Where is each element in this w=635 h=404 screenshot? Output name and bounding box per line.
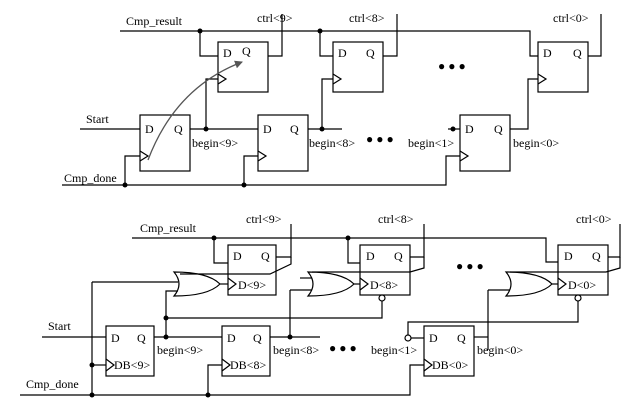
top-begin1-label: begin<1> [408, 136, 454, 150]
bottom-cmp-result-label: Cmp_result [140, 221, 197, 235]
top-diagram: Cmp_result ctrl<9> ctrl<8> ctrl<0> D Q D… [62, 11, 602, 188]
bottom-ellipsis-lower: ● ● ● [329, 341, 357, 355]
top-ctrl9-label: ctrl<9> [257, 11, 293, 25]
top-begin9-label: begin<9> [192, 136, 238, 150]
top-ctrl8-label: ctrl<8> [349, 11, 385, 25]
top-begin8-label: begin<8> [309, 136, 355, 150]
svg-text:Q: Q [394, 249, 403, 263]
top-start-label: Start [86, 112, 109, 126]
bottom-shift-ff-0 [423, 325, 475, 377]
svg-text:D: D [564, 249, 573, 263]
bottom-begin8-label: begin<8> [273, 343, 319, 357]
svg-text:Q: Q [137, 331, 146, 345]
top-shift-ff-start [139, 114, 191, 172]
bottom-shift-ff-8 [221, 325, 271, 377]
bottom-begin1-label: begin<1> [371, 343, 417, 357]
bottom-ellipsis-upper: ● ● ● [456, 259, 484, 273]
top-ctrl-ff-9 [217, 41, 269, 93]
svg-text:Q: Q [457, 331, 466, 345]
top-ellipsis-upper: ● ● ● [438, 59, 466, 73]
bottom-or-gate-9 [172, 271, 221, 297]
bottom-begin9-label: begin<9> [157, 343, 203, 357]
svg-text:Q: Q [573, 46, 582, 60]
svg-text:D: D [263, 122, 272, 136]
top-ctrl-ff-0 [537, 41, 589, 93]
svg-text:Q: Q [494, 122, 503, 136]
svg-text:D: D [145, 122, 154, 136]
svg-text:D: D [366, 249, 375, 263]
bottom-start-label: Start [48, 319, 71, 333]
bottom-db9-label: DB<9> [114, 358, 150, 372]
bottom-ctrl8-label: ctrl<8> [378, 212, 414, 226]
top-shift-ff-9 [257, 114, 309, 172]
svg-text:Q: Q [366, 46, 375, 60]
svg-text:Q: Q [253, 331, 262, 345]
bottom-begin0-label: begin<0> [477, 343, 523, 357]
svg-text:Q: Q [592, 249, 601, 263]
top-ellipsis-lower: ● ● ● [366, 132, 394, 146]
top-cmp-result-label: Cmp_result [126, 14, 183, 28]
bottom-d0-label: D<0> [568, 278, 596, 292]
bottom-ctrl-ff-0 [557, 244, 609, 296]
bottom-or-gate-0 [504, 271, 553, 297]
svg-text:D: D [338, 46, 347, 60]
svg-text:D: D [227, 331, 236, 345]
svg-text:Q: Q [290, 122, 299, 136]
bottom-or-gate-8 [306, 271, 355, 297]
svg-text:D: D [543, 46, 552, 60]
bottom-cmp-done-label: Cmp_done [26, 377, 79, 391]
bottom-db8-label: DB<8> [230, 358, 266, 372]
bottom-ctrl-ff-9 [227, 244, 277, 296]
top-ctrl0-label: ctrl<0> [553, 11, 589, 25]
svg-text:D: D [429, 331, 438, 345]
bottom-ctrl0-label: ctrl<0> [576, 212, 612, 226]
svg-text:Q: Q [242, 44, 251, 58]
svg-text:Q: Q [261, 249, 270, 263]
svg-text:D: D [111, 331, 120, 345]
top-feedback-arrow [147, 60, 243, 161]
svg-text:D: D [465, 122, 474, 136]
top-begin0-label: begin<0> [513, 136, 559, 150]
top-shift-ff-1 [459, 114, 511, 172]
bottom-shift-ff-9 [105, 325, 155, 377]
bottom-db0-label: DB<0> [432, 358, 468, 372]
svg-text:D: D [223, 46, 232, 60]
bottom-diagram: Cmp_result ctrl<9> ctrl<8> ctrl<0> D Q D… [20, 212, 621, 398]
top-cmp-result-wire [120, 30, 538, 57]
bottom-ctrl-ff-8 [359, 244, 411, 296]
bottom-ctrl9-label: ctrl<9> [246, 212, 282, 226]
svg-text:D: D [233, 249, 242, 263]
svg-text:Q: Q [174, 122, 183, 136]
bottom-d8-label: D<8> [370, 278, 398, 292]
top-ctrl-ff-8 [332, 41, 384, 93]
top-cmp-done-label: Cmp_done [64, 171, 117, 185]
bottom-d9-label: D<9> [238, 278, 266, 292]
